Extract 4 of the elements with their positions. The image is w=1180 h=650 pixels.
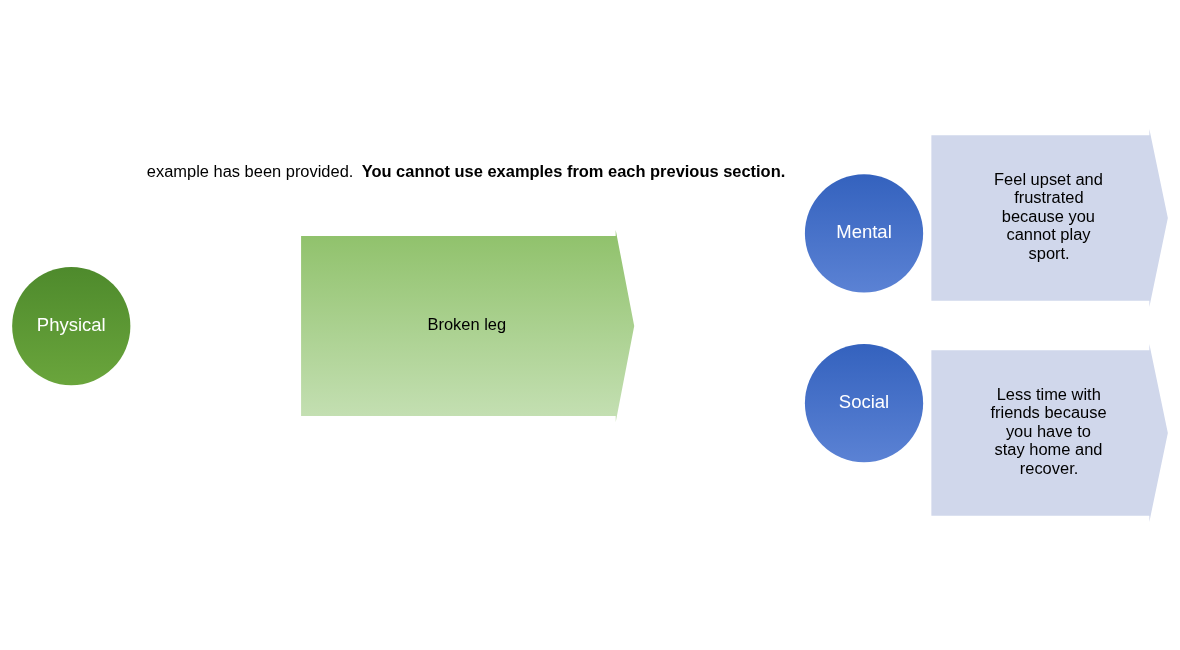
node-circle: Mental [804,173,924,293]
node-circle: Social [804,343,924,462]
node-circle: Physical [12,266,131,385]
label: example has been provided. You cannot use examples from each previous section. [146,161,786,180]
